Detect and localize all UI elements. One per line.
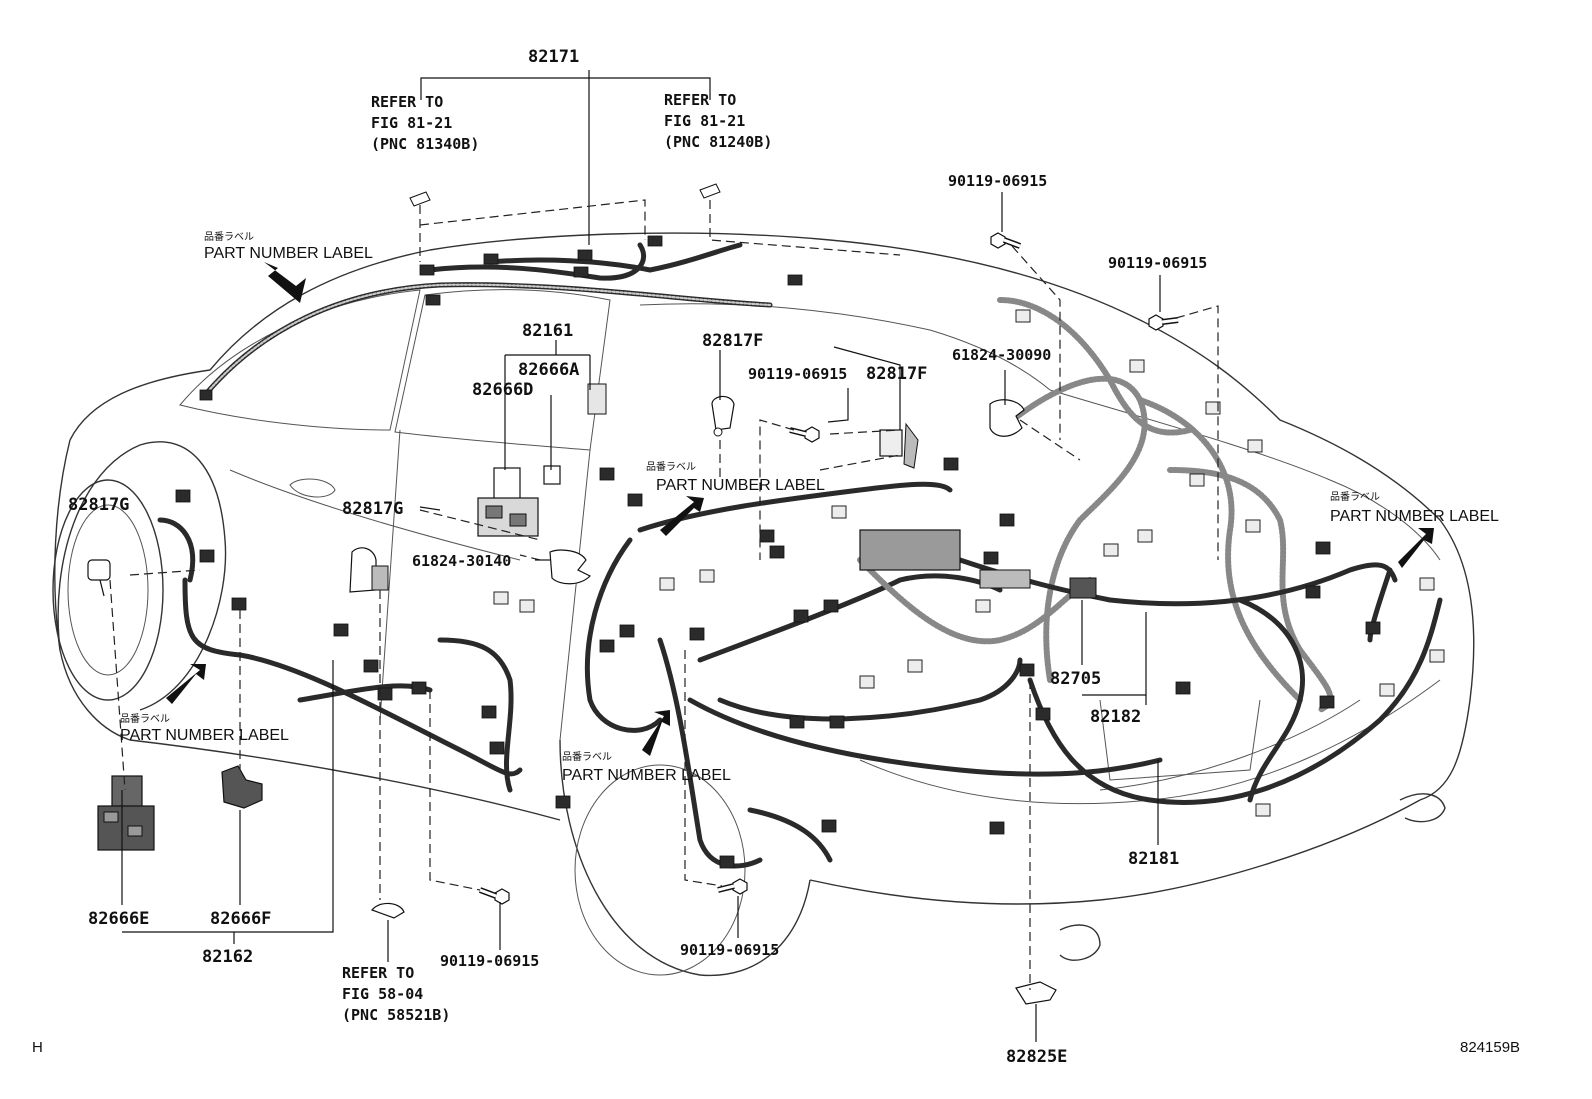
- part-82817F-left: 82817F: [702, 331, 763, 351]
- part-number-label-note-left: 品番ラベル PART NUMBER LABEL: [120, 713, 289, 744]
- relay-82666A: [543, 383, 607, 485]
- harness-floor-82161: [157, 517, 523, 793]
- arrow-icon: [264, 262, 306, 303]
- part-61824-30140: 61824-30140: [412, 552, 511, 570]
- clip-58521B: [371, 902, 405, 919]
- svg-text:PART NUMBER LABEL: PART NUMBER LABEL: [1330, 508, 1499, 525]
- part-82825E: 82825E: [1006, 1047, 1067, 1067]
- relay-82666E: [97, 775, 155, 851]
- roof-lamp-plugs: [409, 183, 721, 207]
- svg-text:品番ラベル: 品番ラベル: [646, 461, 696, 473]
- svg-text:REFER TO: REFER TO: [371, 93, 443, 111]
- part-82162: 82162: [202, 947, 253, 967]
- part-82666E: 82666E: [88, 909, 149, 929]
- refer-note-right: REFER TO FIG 81-21 (PNC 81240B): [664, 91, 772, 151]
- part-82182: 82182: [1090, 707, 1141, 727]
- bolt-icons: [478, 232, 1179, 905]
- part-61824-30090: 61824-30090: [952, 346, 1051, 364]
- relay-82666D: [477, 467, 539, 537]
- svg-text:(PNC 81240B): (PNC 81240B): [664, 133, 772, 151]
- svg-text:FIG 81-21: FIG 81-21: [664, 112, 745, 130]
- svg-text:REFER TO: REFER TO: [664, 91, 736, 109]
- part-number-callouts: 82171 82161 82666A 82666D 82817F 82817F …: [68, 47, 1207, 1067]
- svg-text:PART NUMBER LABEL: PART NUMBER LABEL: [120, 727, 289, 744]
- svg-text:品番ラベル: 品番ラベル: [1330, 491, 1380, 503]
- svg-text:PART NUMBER LABEL: PART NUMBER LABEL: [204, 245, 373, 262]
- arrow-icon: [642, 710, 670, 756]
- svg-text:(PNC 81340B): (PNC 81340B): [371, 135, 479, 153]
- svg-text:品番ラベル: 品番ラベル: [204, 231, 254, 243]
- part-82666A: 82666A: [518, 360, 579, 380]
- part-90119-06915-bottom-center: 90119-06915: [680, 941, 779, 959]
- part-82181: 82181: [1128, 849, 1179, 869]
- part-82817G-mid: 82817G: [342, 499, 403, 519]
- svg-text:PART NUMBER LABEL: PART NUMBER LABEL: [656, 477, 825, 494]
- part-90119-06915-center: 90119-06915: [748, 365, 847, 383]
- clamp-82817F-left: [711, 395, 735, 437]
- clip-82825E: [1015, 981, 1057, 1005]
- part-82666F: 82666F: [210, 909, 271, 929]
- refer-note-bottom: REFER TO FIG 58-04 (PNC 58521B): [342, 964, 450, 1024]
- corner-mark-left: H: [32, 1039, 43, 1056]
- svg-text:品番ラベル: 品番ラベル: [562, 751, 612, 763]
- part-number-label-note-right: 品番ラベル PART NUMBER LABEL: [1330, 491, 1499, 525]
- clamp-82817G-left: [87, 559, 111, 597]
- figure-id: 824159B: [1460, 1039, 1520, 1056]
- leader-lines: [121, 70, 1161, 1042]
- bracket-61824-30090: [989, 399, 1025, 437]
- part-82705: 82705: [1050, 669, 1101, 689]
- part-82817F-right: 82817F: [866, 364, 927, 384]
- arrow-icon: [1398, 528, 1434, 568]
- part-number-label-note-bottom: 品番ラベル PART NUMBER LABEL: [562, 751, 731, 784]
- arrow-icon: [166, 664, 206, 704]
- connectors: [175, 235, 1445, 869]
- part-82161: 82161: [522, 321, 573, 341]
- car-body-outline: [52, 232, 1475, 977]
- part-90119-06915-right: 90119-06915: [1108, 254, 1207, 272]
- clamp-82817F-right: [879, 422, 919, 469]
- svg-text:FIG 58-04: FIG 58-04: [342, 985, 423, 1003]
- part-82817G-left: 82817G: [68, 495, 129, 515]
- harness-roof-82171: [202, 242, 773, 398]
- label-arrows: [166, 262, 1434, 756]
- harness-trunk-82182: [857, 297, 1398, 803]
- svg-text:品番ラベル: 品番ラベル: [120, 713, 170, 725]
- svg-text:PART NUMBER LABEL: PART NUMBER LABEL: [562, 767, 731, 784]
- part-number-label-note-top-left: 品番ラベル PART NUMBER LABEL: [204, 231, 373, 262]
- clamp-82817G-mid: [349, 547, 389, 593]
- part-82666D: 82666D: [472, 380, 533, 400]
- part-82171: 82171: [528, 47, 579, 67]
- svg-text:(PNC 58521B): (PNC 58521B): [342, 1006, 450, 1024]
- svg-text:FIG 81-21: FIG 81-21: [371, 114, 452, 132]
- relay-82666F: [221, 765, 263, 809]
- refer-note-left: REFER TO FIG 81-21 (PNC 81340B): [371, 93, 479, 153]
- part-90119-06915-top: 90119-06915: [948, 172, 1047, 190]
- part-90119-06915-bottom-left: 90119-06915: [440, 952, 539, 970]
- harness-center-82181: [584, 481, 1443, 869]
- ecu-junction-box: [859, 529, 1097, 599]
- svg-text:REFER TO: REFER TO: [342, 964, 414, 982]
- bracket-61824-30140: [549, 549, 592, 585]
- arrow-icon: [660, 496, 704, 536]
- dashed-reference-lines: [109, 199, 1219, 990]
- part-number-label-note-center: 品番ラベル PART NUMBER LABEL: [646, 461, 825, 494]
